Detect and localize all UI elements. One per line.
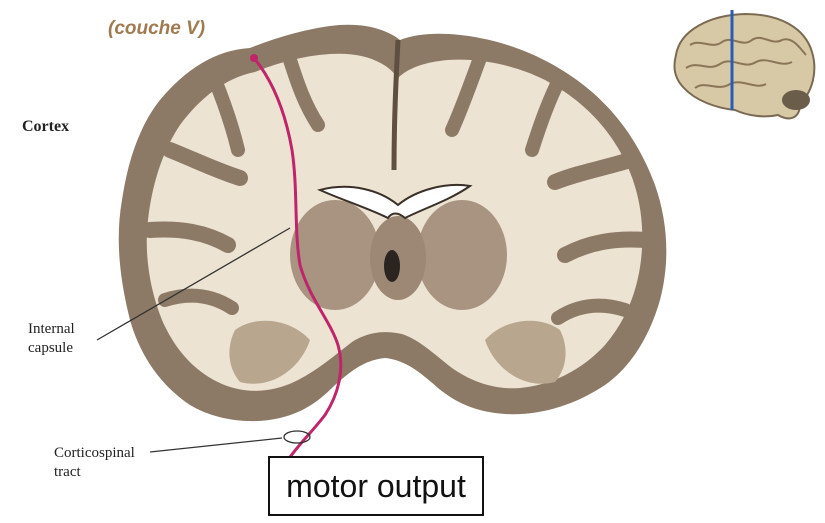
motor-output-box: motor output [268, 456, 484, 516]
cortical-layer-label: (couche V) [108, 18, 205, 40]
cortex-label: Cortex [22, 118, 69, 136]
corticospinal-tract-label-line1: Corticospinal [54, 444, 135, 463]
third-ventricle [384, 250, 400, 282]
internal-capsule-label: Internal capsule [28, 320, 75, 358]
corticospinal-tract-label-line2: tract [54, 463, 135, 482]
basal-ganglia-left [290, 200, 380, 310]
corticospinal-leader [150, 438, 282, 452]
internal-capsule-label-line2: capsule [28, 339, 75, 358]
basal-ganglia-right [417, 200, 507, 310]
motor-output-text: motor output [286, 468, 466, 505]
coronal-slice [119, 25, 667, 421]
thumbnail-cerebellum [782, 90, 810, 110]
corticospinal-tract-label: Corticospinal tract [54, 444, 135, 482]
internal-capsule-label-line1: Internal [28, 320, 75, 339]
brain-thumbnail [675, 10, 815, 118]
